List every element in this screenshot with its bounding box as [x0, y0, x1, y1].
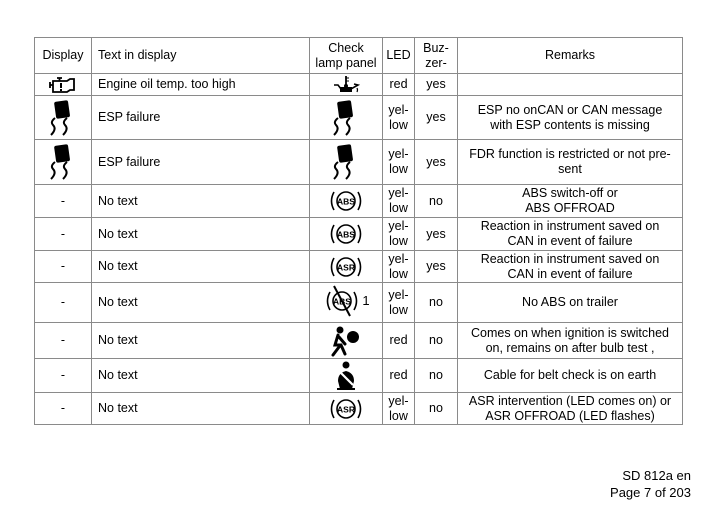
table-row: ESP failure yel- low yes FDR function is…: [34, 139, 683, 185]
led-color: red: [382, 73, 415, 96]
buzzer-value: no: [414, 184, 458, 218]
lamp-icon-cell: [309, 73, 383, 96]
led-color: yel- low: [382, 282, 415, 323]
seatbelt-icon: [337, 361, 355, 390]
esp-skid-icon: [50, 144, 70, 180]
remarks: No ABS on trailer: [457, 282, 683, 323]
lamp-icon-cell: ABS: [309, 184, 383, 218]
remarks: FDR function is restricted or not pre- s…: [457, 139, 683, 185]
asr-icon: ASR: [330, 256, 362, 277]
remarks: ESP no onCAN or CAN message with ESP con…: [457, 95, 683, 140]
header-buzzer: Buz- zer-: [414, 37, 458, 74]
svg-text:ABS: ABS: [337, 197, 355, 207]
buzzer-value: yes: [414, 217, 458, 251]
page-number: Page 7 of 203: [610, 485, 691, 500]
table-header-row: Display Text in display Check lamp panel…: [34, 37, 683, 74]
remarks: Reaction in instrument saved on CAN in e…: [457, 250, 683, 283]
header-led: LED: [382, 37, 415, 74]
buzzer-value: no: [414, 322, 458, 359]
display-icon-cell: -: [34, 322, 92, 359]
lamp-icon-cell: ASR: [309, 392, 383, 425]
lamp-icon-cell: [309, 358, 383, 393]
esp-skid-icon: [333, 99, 353, 136]
esp-skid-icon: [50, 99, 70, 136]
remarks: Reaction in instrument saved on CAN in e…: [457, 217, 683, 251]
display-text: No text: [91, 392, 310, 425]
svg-text:ASR: ASR: [337, 404, 355, 414]
display-text: No text: [91, 358, 310, 393]
table-row: - No text ASR yel- low no ASR interventi…: [34, 392, 683, 425]
lamp-icon-cell: ABS 1: [309, 282, 383, 323]
buzzer-value: no: [414, 282, 458, 323]
led-color: red: [382, 358, 415, 393]
table-row: - No text red no Cable for belt check is…: [34, 358, 683, 393]
display-text: ESP failure: [91, 139, 310, 185]
header-display: Display: [34, 37, 92, 74]
buzzer-value: yes: [414, 73, 458, 96]
table-row: ESP failure yel- low yes ESP no onCAN or…: [34, 95, 683, 140]
abs-trailer-suffix: 1: [362, 293, 370, 308]
header-text-in-display: Text in display: [91, 37, 310, 74]
led-color: yel- low: [382, 217, 415, 251]
display-icon-cell: -: [34, 184, 92, 218]
display-icon-cell: [34, 73, 92, 96]
lamp-icon-cell: [309, 139, 383, 185]
table-row: - No text ABS yel- low yes Reaction in i…: [34, 217, 683, 251]
remarks: Comes on when ignition is switched on, r…: [457, 322, 683, 359]
airbag-icon: [331, 326, 359, 356]
buzzer-value: no: [414, 358, 458, 393]
lamp-icon-cell: ASR: [309, 250, 383, 283]
table-row: - No text ABS yel- low no ABS switch-off…: [34, 184, 683, 218]
display-icon-cell: -: [34, 392, 92, 425]
table-row: - No text ASR yel- low yes Reaction in i…: [34, 250, 683, 283]
header-remarks: Remarks: [457, 37, 683, 74]
remarks: Cable for belt check is on earth: [457, 358, 683, 393]
header-check-lamp-panel: Check lamp panel: [309, 37, 383, 74]
display-icon-cell: -: [34, 217, 92, 251]
abs-icon: ABS: [330, 191, 362, 211]
lamp-icon-cell: [309, 95, 383, 140]
buzzer-value: yes: [414, 95, 458, 140]
display-text: Engine oil temp. too high: [91, 73, 310, 96]
display-text: No text: [91, 217, 310, 251]
display-icon-cell: -: [34, 282, 92, 323]
led-color: yel- low: [382, 250, 415, 283]
oil-temperature-icon: [334, 75, 361, 92]
display-icon-cell: -: [34, 250, 92, 283]
remarks: ASR intervention (LED comes on) or ASR O…: [457, 392, 683, 425]
document-id: SD 812a en: [622, 468, 691, 483]
table-row: - No text red no Comes on when ignition …: [34, 322, 683, 359]
abs-trailer-icon: ABS: [327, 285, 358, 316]
buzzer-value: no: [414, 392, 458, 425]
led-color: yel- low: [382, 139, 415, 185]
display-text: No text: [91, 322, 310, 359]
display-text: No text: [91, 282, 310, 323]
led-color: yel- low: [382, 392, 415, 425]
display-text: No text: [91, 184, 310, 218]
svg-text:ABS: ABS: [337, 230, 355, 240]
buzzer-value: yes: [414, 250, 458, 283]
display-icon-cell: [34, 139, 92, 185]
display-text: No text: [91, 250, 310, 283]
svg-text:ASR: ASR: [337, 262, 355, 272]
engine-warning-icon: [49, 76, 75, 93]
lamp-icon-cell: [309, 322, 383, 359]
table-row: Engine oil temp. too high red yes: [34, 73, 683, 96]
led-color: yel- low: [382, 184, 415, 218]
warning-lamp-table: Display Text in display Check lamp panel…: [34, 37, 683, 425]
esp-skid-icon: [333, 144, 353, 180]
led-color: red: [382, 322, 415, 359]
buzzer-value: yes: [414, 139, 458, 185]
display-icon-cell: -: [34, 358, 92, 393]
remarks: ABS switch-off or ABS OFFROAD: [457, 184, 683, 218]
display-icon-cell: [34, 95, 92, 140]
page-footer: SD 812a en Page 7 of 203: [610, 467, 691, 501]
led-color: yel- low: [382, 95, 415, 140]
display-text: ESP failure: [91, 95, 310, 140]
table-row: - No text ABS 1 yel- low no No ABS on tr…: [34, 282, 683, 323]
remarks: [457, 73, 683, 96]
asr-icon: ASR: [330, 398, 362, 419]
lamp-icon-cell: ABS: [309, 217, 383, 251]
abs-icon: ABS: [330, 224, 362, 244]
